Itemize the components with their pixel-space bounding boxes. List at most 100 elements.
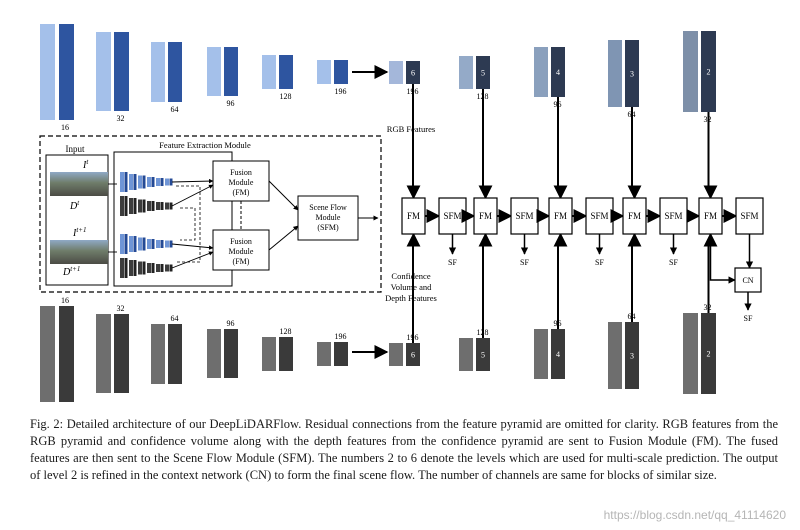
sfm-label: SFM: [590, 211, 608, 221]
mini-rgb-block: [138, 175, 142, 189]
pyramid-block-dark: [224, 47, 238, 96]
mini-depth-block: [156, 264, 160, 272]
sf-label: SF: [669, 258, 678, 267]
level-number: 3: [630, 70, 634, 79]
pyramid-block-light: [608, 322, 622, 389]
depth-to-fm-arrow: [406, 232, 421, 343]
channel-label: 128: [280, 327, 292, 336]
sfm-line3: (SFM): [317, 223, 339, 232]
pyramid-block-dark: [625, 322, 639, 389]
frame-t-image: [50, 172, 108, 196]
pyramid-block-light: [683, 31, 698, 112]
mini-depth-block: [129, 260, 133, 276]
mini-depth-to-fusion-arrow: [171, 251, 214, 269]
fm-label: FM: [554, 211, 567, 221]
fm-bottom-to-sfm-arrow: [268, 225, 299, 251]
pyramid-block-light: [262, 337, 276, 371]
channel-label: 64: [171, 105, 179, 114]
fm-top-to-sfm-arrow: [268, 180, 299, 211]
sfm-box: [735, 197, 764, 235]
pyramid-block-dark: [59, 24, 74, 120]
mini-rgb-block: [160, 240, 164, 248]
rgb-to-fm-arrow: [703, 112, 718, 200]
feature-extraction-title: Feature Extraction Module: [159, 140, 251, 150]
input-title: Input: [66, 144, 85, 154]
channel-label: 16: [61, 123, 69, 132]
channel-label: 16: [61, 296, 69, 305]
sfm-label: SFM: [664, 211, 682, 221]
mini-depth-block: [138, 261, 142, 275]
depth-to-fm-arrow: [478, 232, 493, 338]
mini-rgb-block: [165, 178, 169, 186]
mini-depth-block: [124, 258, 128, 278]
dt-label: Dt: [69, 199, 80, 212]
cn-label: CN: [742, 276, 753, 285]
fusion-top-line3: (FM): [233, 188, 250, 197]
watermark: https://blog.csdn.net/qq_41114620: [603, 508, 786, 522]
pyramid-block-dark: [701, 31, 716, 112]
rgb-to-fm-arrow: [553, 97, 568, 200]
mini-depth-block: [147, 263, 151, 273]
mini-depth-block: [160, 202, 164, 210]
pyramid-block-light: [389, 343, 403, 366]
level-number: 2: [707, 68, 711, 77]
mini-pyramids: [108, 172, 214, 278]
pyramid-block-dark: [551, 47, 565, 97]
level-number: 2: [707, 350, 711, 359]
channel-label: 96: [227, 99, 235, 108]
mini-depth-block: [156, 202, 160, 210]
mini-rgb-block: [160, 178, 164, 186]
mini-rgb-to-fusion-arrow: [171, 243, 214, 250]
pyramid-block-dark: [625, 40, 639, 107]
pyramid-block-light: [40, 24, 55, 120]
mini-depth-block: [169, 264, 173, 272]
depth-to-fm-arrow: [553, 232, 568, 329]
dt1-label: Dt+1: [62, 265, 80, 278]
pyramid-block-light: [40, 306, 55, 402]
pyramid-block-light: [534, 329, 548, 379]
pyramid-block-dark: [279, 55, 293, 89]
fusion-bottom-line3: (FM): [233, 257, 250, 266]
mini-depth-block: [169, 202, 173, 210]
sfm-label: SFM: [515, 211, 533, 221]
pyramid-block-dark: [334, 342, 348, 366]
mini-depth-block: [133, 198, 137, 214]
rgb-to-fm-arrow: [478, 89, 493, 200]
pyramid-block-light: [389, 61, 403, 84]
fusion-top-line1: Fusion: [230, 168, 252, 177]
pyramid-block-dark: [334, 60, 348, 84]
mini-rgb-block: [169, 178, 173, 186]
channel-label: 32: [117, 114, 125, 123]
pyramid-block-light: [683, 313, 698, 394]
mini-rgb-to-fusion-arrow: [171, 178, 214, 184]
mini-depth-block: [124, 196, 128, 216]
confidence-label-3: Depth Features: [385, 293, 437, 303]
fusion-bottom-line1: Fusion: [230, 237, 252, 246]
fusion-bottom-line2: Module: [229, 247, 254, 256]
residual-dashed-link: [180, 207, 196, 241]
level-number: 6: [411, 69, 415, 78]
pyramid-block-light: [534, 47, 548, 97]
level-number: 4: [556, 68, 560, 77]
input-box: [45, 154, 109, 286]
inset-frame: [39, 135, 382, 293]
sf-label: SF: [448, 258, 457, 267]
mini-rgb-block: [142, 175, 146, 189]
mini-depth-block: [142, 261, 146, 275]
it-label: It: [82, 158, 89, 171]
sf-label: SF: [520, 258, 529, 267]
mini-depth-block: [120, 258, 124, 278]
pyramid-block-dark: [476, 56, 490, 89]
it1-label: It+1: [72, 226, 87, 239]
cn-box: [734, 267, 762, 293]
fm-label: FM: [407, 211, 420, 221]
mini-rgb-block: [129, 174, 133, 190]
pyramid-block-light: [459, 56, 473, 89]
fm-to-cn-arrow: [709, 234, 736, 284]
mini-rgb-block: [120, 172, 124, 192]
mini-rgb-block: [151, 177, 155, 187]
level-number: 3: [630, 352, 634, 361]
